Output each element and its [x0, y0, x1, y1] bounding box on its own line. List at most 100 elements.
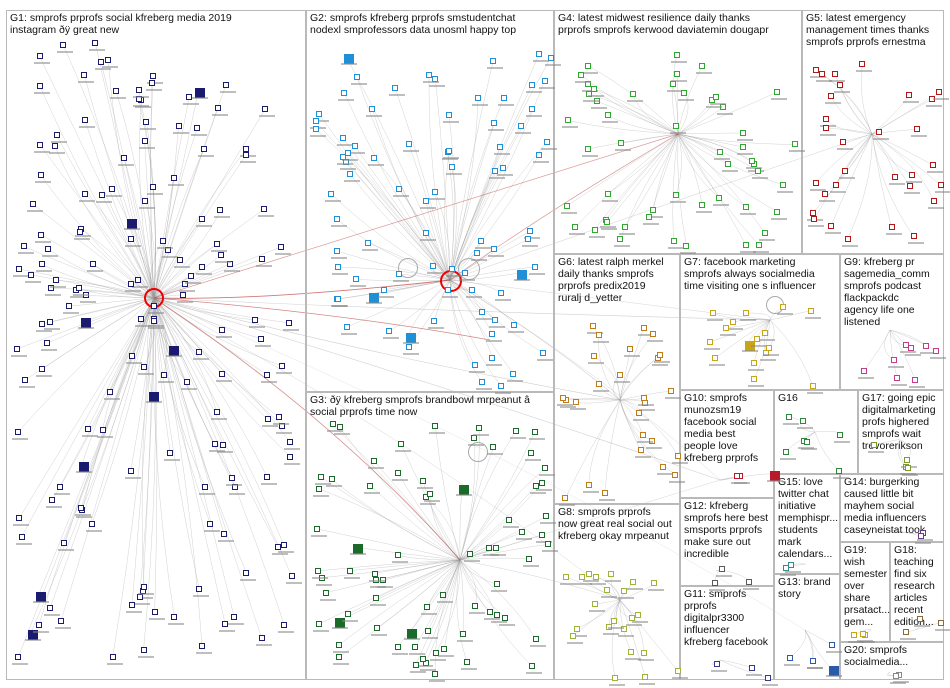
graph-node	[598, 490, 615, 502]
cluster-ring-g2a	[458, 258, 480, 280]
graph-node	[466, 286, 483, 298]
edge	[153, 297, 283, 426]
graph-node	[338, 89, 355, 101]
graph-node	[330, 216, 347, 228]
graph-node	[515, 122, 532, 134]
graph-node	[715, 566, 732, 578]
edge	[153, 208, 265, 299]
graph-node	[429, 188, 446, 200]
graph-node	[508, 321, 525, 333]
edge	[459, 447, 494, 561]
graph-node	[602, 624, 619, 636]
graph-node	[457, 631, 474, 643]
graph-node	[240, 569, 257, 581]
graph-node	[36, 320, 53, 332]
edge	[153, 178, 175, 299]
edge	[153, 246, 281, 299]
graph-node	[533, 152, 550, 163]
graph-node	[670, 192, 687, 204]
graph-node	[140, 118, 157, 130]
graph-node	[468, 362, 485, 374]
graph-node	[911, 126, 928, 138]
group-g4-label: G4: latest midwest resilience daily than…	[558, 12, 769, 36]
graph-node	[783, 655, 800, 667]
edge	[345, 162, 451, 281]
graph-node	[618, 224, 635, 236]
graph-node	[442, 287, 459, 299]
graph-node	[333, 424, 350, 436]
graph-node	[137, 647, 154, 659]
graph-node	[228, 614, 245, 626]
graph-node	[402, 343, 419, 355]
graph-node	[497, 164, 514, 176]
graph-node	[626, 615, 643, 627]
edge	[587, 133, 679, 150]
graph-node	[709, 354, 726, 366]
graph-node	[211, 240, 228, 252]
edge	[153, 297, 721, 481]
edge	[49, 297, 155, 608]
graph-node	[35, 231, 52, 243]
graph-node	[226, 475, 243, 487]
edge	[153, 297, 621, 401]
graph-node	[521, 236, 538, 248]
graph-node	[214, 252, 231, 264]
edge	[321, 559, 461, 578]
graph-node	[79, 191, 96, 203]
graph-node	[907, 232, 924, 244]
graph-node	[124, 218, 141, 230]
graph-node	[487, 444, 504, 456]
graph-node	[497, 95, 514, 107]
graph-node	[124, 236, 141, 248]
graph-node	[215, 326, 232, 338]
edge	[153, 297, 285, 626]
edge	[338, 559, 461, 646]
edge	[459, 557, 530, 561]
graph-node	[429, 422, 446, 434]
group-g5-label: G5: latest emergency management times th…	[806, 12, 930, 48]
graph-node	[309, 126, 326, 138]
graph-node	[365, 292, 382, 304]
graph-node	[15, 533, 32, 545]
edge	[84, 74, 155, 299]
graph-node	[889, 173, 906, 185]
graph-node	[168, 175, 185, 187]
edge	[347, 559, 461, 615]
edge	[624, 133, 679, 228]
graph-node	[824, 93, 841, 105]
edge	[153, 297, 263, 639]
edge	[102, 297, 155, 430]
graph-node	[473, 425, 490, 437]
graph-node	[44, 604, 61, 616]
graph-node	[370, 625, 387, 637]
graph-node	[633, 410, 650, 422]
graph-node	[364, 482, 381, 494]
edge	[100, 61, 155, 299]
edge	[153, 297, 461, 561]
edge	[588, 399, 621, 486]
group-g3-label: G3: ðÿ kfreberg smprofs brandbowl mrpean…	[310, 394, 531, 418]
graph-node	[932, 89, 949, 101]
graph-node	[588, 601, 605, 613]
graph-node	[393, 185, 410, 197]
edge	[459, 559, 506, 619]
graph-node	[600, 586, 617, 598]
edge	[567, 120, 679, 135]
edge	[425, 497, 461, 561]
graph-node	[391, 643, 408, 655]
graph-node	[445, 265, 462, 277]
edge	[124, 158, 155, 299]
graph-node	[96, 192, 113, 204]
edge	[449, 146, 501, 281]
graph-node	[567, 633, 584, 645]
edge	[449, 97, 479, 281]
group-g7-box: G7: facebook marketing smprofs always so…	[680, 254, 840, 390]
graph-node	[389, 85, 406, 97]
graph-node	[217, 442, 234, 454]
graph-node	[350, 276, 367, 288]
graph-node	[486, 330, 503, 342]
graph-node	[320, 589, 337, 601]
edge	[331, 193, 451, 281]
graph-node	[482, 544, 499, 556]
graph-node	[417, 655, 434, 667]
